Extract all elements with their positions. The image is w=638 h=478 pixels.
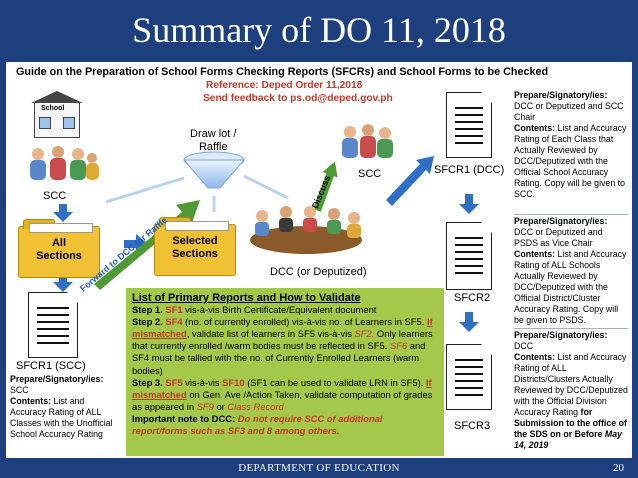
arrow-sfcr1-to-sfcr2 (459, 194, 479, 214)
slide-footer: DEPARTMENT OF EDUCATION 20 (0, 459, 638, 478)
step-2: Step 2. SF4 (no. of currently enrolled) … (132, 316, 438, 376)
prep-label: Prepare/Signatory/ies: (514, 330, 607, 340)
all-sections-label: All Sections (19, 237, 99, 263)
selected-sections-label: Selected Sections (155, 235, 235, 261)
sfcr1-scc-notes: Prepare/Signatory/ies: SCC Contents: Lis… (10, 374, 122, 440)
draw-lot-label: Draw lot / Raffle (190, 128, 236, 154)
reports-heading: List of Primary Reports and How to Valid… (132, 292, 438, 304)
sfcr2-document-icon (446, 222, 492, 290)
dcc-meeting-icon (242, 202, 370, 260)
all-sections-folder: All Sections (18, 226, 100, 278)
funnel-line-left (106, 178, 184, 202)
arrow-scc-down (53, 204, 73, 222)
step-3: Step 3. SF5 vis-à-vis SF10 (SF1 can be u… (132, 377, 438, 413)
footer-department: DEPARTMENT OF EDUCATION (0, 462, 638, 474)
important-note: Important note to DCC: Do not require SC… (132, 413, 438, 437)
prep-label: Prepare/Signatory/ies: (514, 90, 607, 100)
notes-divider (514, 214, 628, 215)
contents-value: List and Accuracy Rating of Each Class t… (514, 123, 626, 199)
slide-title: Summary of DO 11, 2018 (0, 0, 638, 58)
sfcr1-dcc-label: SFCR1 (DCC) (434, 164, 504, 176)
sfcr3-label: SFCR3 (454, 420, 490, 432)
contents-value: List and Accuracy Rating of ALL Schools … (514, 249, 626, 325)
diagram-panel: Guide on the Preparation of School Forms… (6, 62, 632, 458)
page-number: 20 (613, 462, 624, 474)
arrow-to-sfcr1-dcc (386, 156, 434, 206)
sfcr1-dcc-notes: Prepare/Signatory/ies: DCC or Deputized … (514, 90, 628, 200)
sfcr1-dcc-document-icon (446, 92, 492, 158)
dcc-label: DCC (or Deputized) (270, 266, 367, 278)
contents-label: Contents: (514, 123, 555, 133)
contents-label: Contents: (10, 396, 51, 406)
sfcr1-scc-document-icon (28, 292, 78, 358)
sfcr2-label: SFCR2 (454, 292, 490, 304)
selected-sections-folder: Selected Sections (154, 224, 236, 276)
contents-label: Contents: (514, 249, 555, 259)
prep-label: Prepare/Signatory/ies: (514, 216, 607, 226)
scc-label-right: SCC (358, 168, 381, 180)
sfcr2-notes: Prepare/Signatory/ies: DCC or Deputized … (514, 216, 628, 326)
primary-reports-box: List of Primary Reports and How to Valid… (126, 288, 444, 456)
arrow-sfcr2-to-sfcr3 (459, 312, 479, 332)
school-building-icon: School (34, 102, 80, 138)
scc-people-icon (24, 146, 102, 186)
sfcr3-document-icon (446, 344, 492, 410)
sfcr1-scc-label: SFCR1 (SCC) (16, 360, 86, 372)
notes-divider (514, 328, 628, 329)
scc-label-left: SCC (43, 190, 66, 202)
step-1: Step 1. SF1 vis-à-vis Birth Certificate/… (132, 304, 438, 316)
sfcr3-notes: Prepare/Signatory/ies: DCC Contents: Lis… (514, 330, 628, 451)
funnel-icon (184, 160, 244, 188)
funnel-line-right (244, 176, 288, 198)
school-sign: School (41, 105, 64, 112)
prep-label: Prepare/Signatory/ies: (10, 374, 103, 384)
prep-value: DCC or Deputized and SCC Chair (514, 101, 624, 122)
scc-people-right-icon (338, 124, 396, 162)
contents-label: Contents: (514, 352, 555, 362)
prep-value: SCC (10, 385, 29, 395)
prep-value: DCC (514, 341, 533, 351)
prep-value: DCC or Deputized and PSDS as Vice Chair (514, 227, 603, 248)
